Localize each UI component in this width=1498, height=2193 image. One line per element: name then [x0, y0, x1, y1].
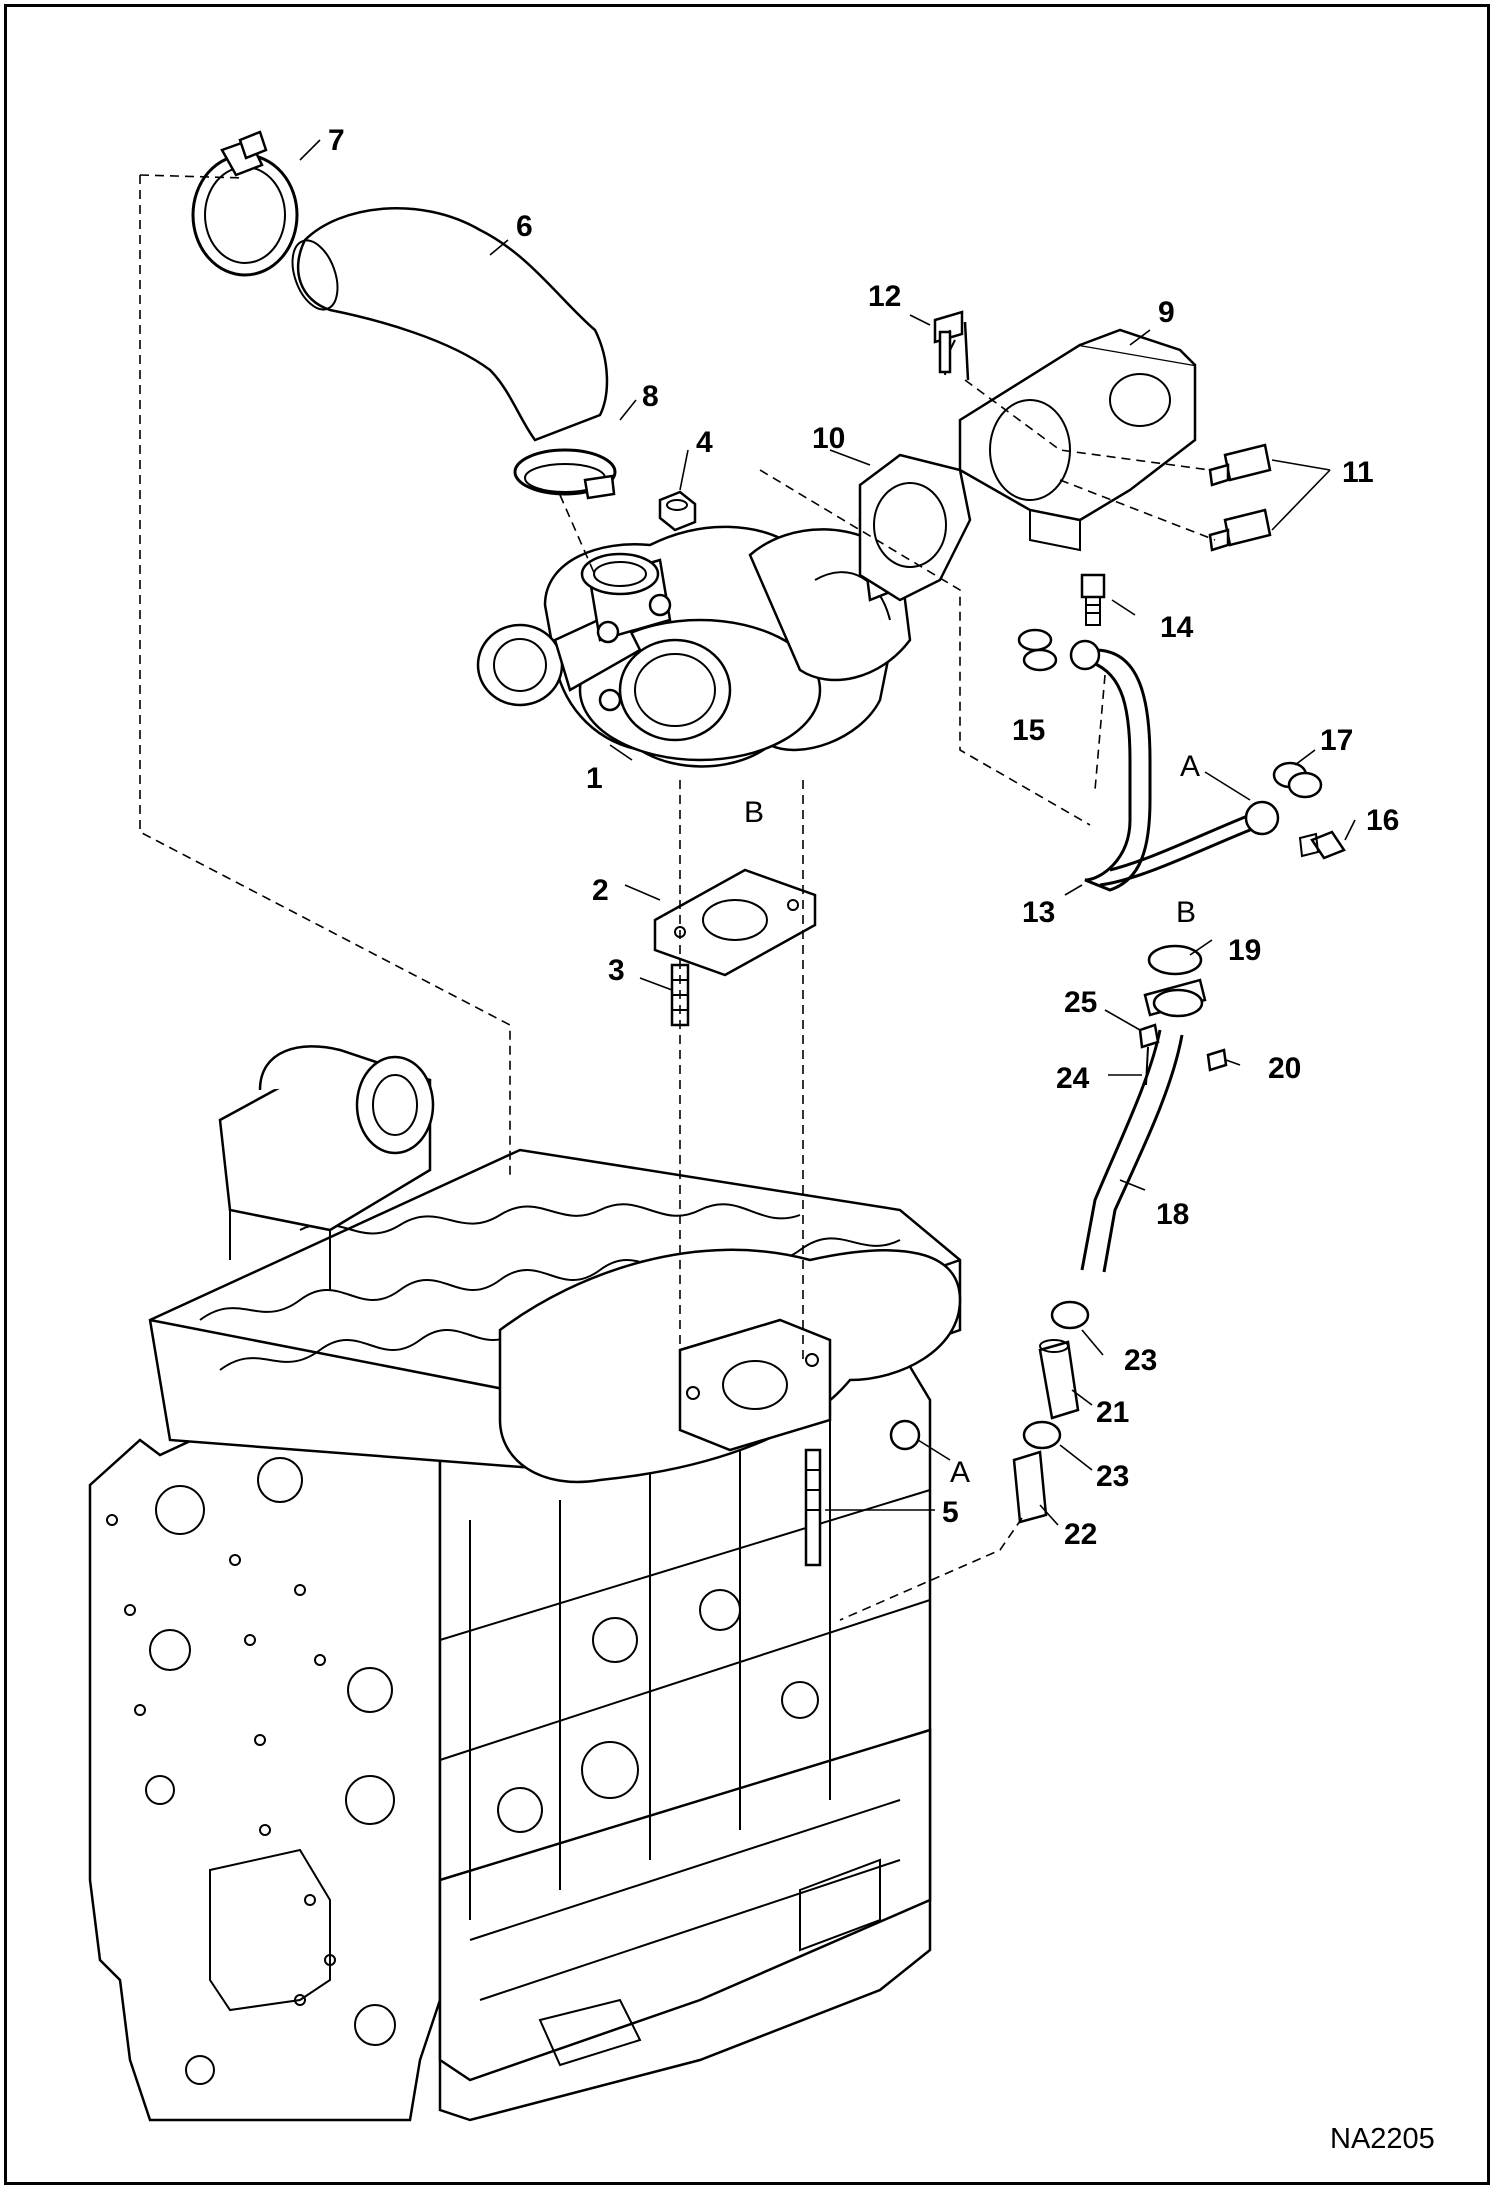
return-line-bolt: [1206, 1048, 1228, 1072]
callout-12: 12: [868, 280, 901, 313]
nut: [658, 490, 697, 532]
hose-clamp-small: [513, 448, 617, 500]
callout-20: 20: [1268, 1052, 1301, 1085]
callout-15: 15: [1012, 714, 1045, 747]
exhaust-gasket: [858, 453, 972, 602]
banjo-bolt: [1080, 573, 1106, 626]
ref-letter-b-line: B: [1176, 896, 1196, 929]
callout-16: 16: [1366, 804, 1399, 837]
turbocharger: [476, 468, 962, 768]
callout-3: 3: [608, 954, 625, 987]
bolts-pair: [1208, 443, 1272, 552]
oil-feed-line: [1069, 639, 1280, 892]
leader-lines: [299, 139, 1356, 1526]
callout-25: 25: [1064, 986, 1097, 1019]
engine-block: [88, 1045, 962, 2122]
callout-17: 17: [1320, 724, 1353, 757]
callout-23-lower: 23: [1096, 1460, 1129, 1493]
return-fitting: [1012, 1450, 1048, 1524]
callout-10: 10: [812, 422, 845, 455]
callout-1: 1: [586, 762, 603, 795]
callout-6: 6: [516, 210, 533, 243]
oil-return-line: [1080, 944, 1207, 1273]
callout-18: 18: [1156, 1198, 1189, 1231]
callout-5: 5: [942, 1496, 959, 1529]
ref-letter-b-turbo: B: [744, 796, 764, 829]
callout-19: 19: [1228, 934, 1261, 967]
clip-and-pin: [1138, 1023, 1160, 1086]
callout-2: 2: [592, 874, 609, 907]
alignment-lines: [139, 174, 1216, 1621]
hose-clamp-large: [191, 130, 299, 277]
callout-9: 9: [1158, 296, 1175, 329]
callout-8: 8: [642, 380, 659, 413]
callout-22: 22: [1064, 1518, 1097, 1551]
figure-code: NA2205: [1330, 2123, 1435, 2155]
callout-23-upper: 23: [1124, 1344, 1157, 1377]
callout-13: 13: [1022, 896, 1055, 929]
callout-21: 21: [1096, 1396, 1129, 1429]
reference-letters: B A B A: [744, 750, 1200, 1489]
return-hose: [1038, 1339, 1080, 1420]
banjo-bolt-lower: [1298, 830, 1346, 860]
callout-7: 7: [328, 124, 345, 157]
hose-clamp-return: [1022, 1300, 1090, 1450]
ref-letter-a-block: A: [950, 1456, 970, 1489]
bolt: [933, 310, 970, 381]
callout-4: 4: [696, 426, 713, 459]
callout-labels: 7 6 8 4 10 12 9 11 14 15 17 16 13 19 25 …: [328, 124, 1399, 1551]
sealing-washers: [1017, 628, 1058, 672]
callout-24: 24: [1056, 1062, 1090, 1095]
callout-11: 11: [1342, 456, 1374, 489]
ref-letter-a-line: A: [1180, 750, 1200, 783]
intake-hose: [291, 207, 609, 442]
sealing-washers-lower: [1272, 761, 1323, 799]
turbo-gasket: [653, 868, 817, 977]
exhaust-elbow: [958, 328, 1197, 552]
callout-14: 14: [1160, 611, 1194, 644]
